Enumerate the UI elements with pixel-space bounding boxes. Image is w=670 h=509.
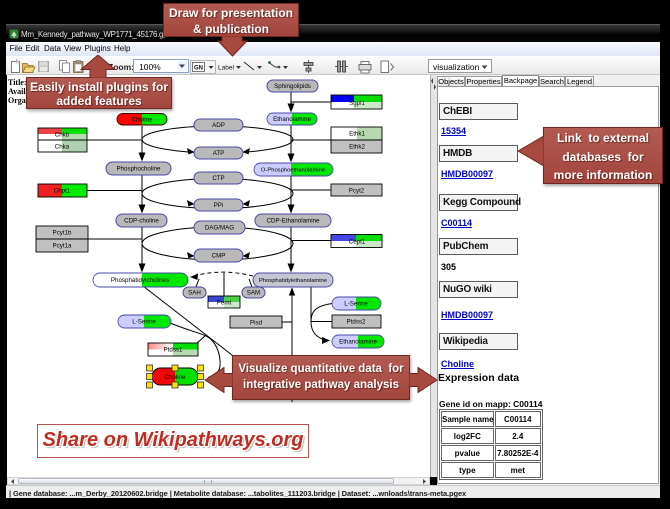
svg-text:Choline: Choline xyxy=(132,117,154,124)
svg-text:Label: Label xyxy=(218,65,234,72)
svg-text:L-Serine: L-Serine xyxy=(344,301,368,308)
svg-text:Ethanolamine: Ethanolamine xyxy=(339,339,377,346)
svg-text:Pcyt1a: Pcyt1a xyxy=(53,243,72,250)
svg-text:CTP: CTP xyxy=(212,175,224,182)
svg-text:CDP-choline: CDP-choline xyxy=(124,218,159,225)
svg-text:L-Serine: L-Serine xyxy=(132,319,156,326)
svg-text:Pemt: Pemt xyxy=(217,300,232,307)
svg-text:CDP-Ethanolamine: CDP-Ethanolamine xyxy=(267,218,321,225)
svg-text:Cept1: Cept1 xyxy=(349,239,366,246)
svg-text:Ptdss2: Ptdss2 xyxy=(347,319,366,326)
svg-text:Chka: Chka xyxy=(55,144,70,151)
svg-text:PPi: PPi xyxy=(214,202,224,209)
svg-text:Ethk2: Ethk2 xyxy=(349,144,365,151)
svg-text:Pisd: Pisd xyxy=(250,320,263,327)
svg-text:SAH: SAH xyxy=(188,290,201,297)
svg-text:ADP: ADP xyxy=(212,122,225,129)
svg-text:Ptdss1: Ptdss1 xyxy=(164,347,183,354)
svg-text:Sphingolipids: Sphingolipids xyxy=(274,83,311,90)
svg-text:Phosphatidylcholines: Phosphatidylcholines xyxy=(111,277,169,284)
svg-text:Choline: Choline xyxy=(165,374,187,381)
svg-text:Phosphatidylethanolamine: Phosphatidylethanolamine xyxy=(259,278,327,284)
svg-text:ATP: ATP xyxy=(213,150,225,157)
svg-text:Chkb: Chkb xyxy=(55,132,70,139)
svg-text:Ethanolamine: Ethanolamine xyxy=(273,116,311,123)
svg-text:O-Phosphoethanolamine: O-Phosphoethanolamine xyxy=(261,168,325,174)
svg-text:Phosphocholine: Phosphocholine xyxy=(116,166,161,173)
svg-text:GN: GN xyxy=(194,66,203,72)
svg-text:Pcyt1b: Pcyt1b xyxy=(53,230,72,237)
svg-text:CMP: CMP xyxy=(212,253,226,260)
svg-text:Ethk1: Ethk1 xyxy=(349,131,365,138)
svg-text:Pcyt2: Pcyt2 xyxy=(349,188,365,195)
svg-text:Chpt1: Chpt1 xyxy=(54,188,71,195)
svg-text:Sgpl1: Sgpl1 xyxy=(349,100,365,107)
svg-text:DAG/MAG: DAG/MAG xyxy=(205,225,234,232)
svg-text:SAM: SAM xyxy=(247,290,260,297)
